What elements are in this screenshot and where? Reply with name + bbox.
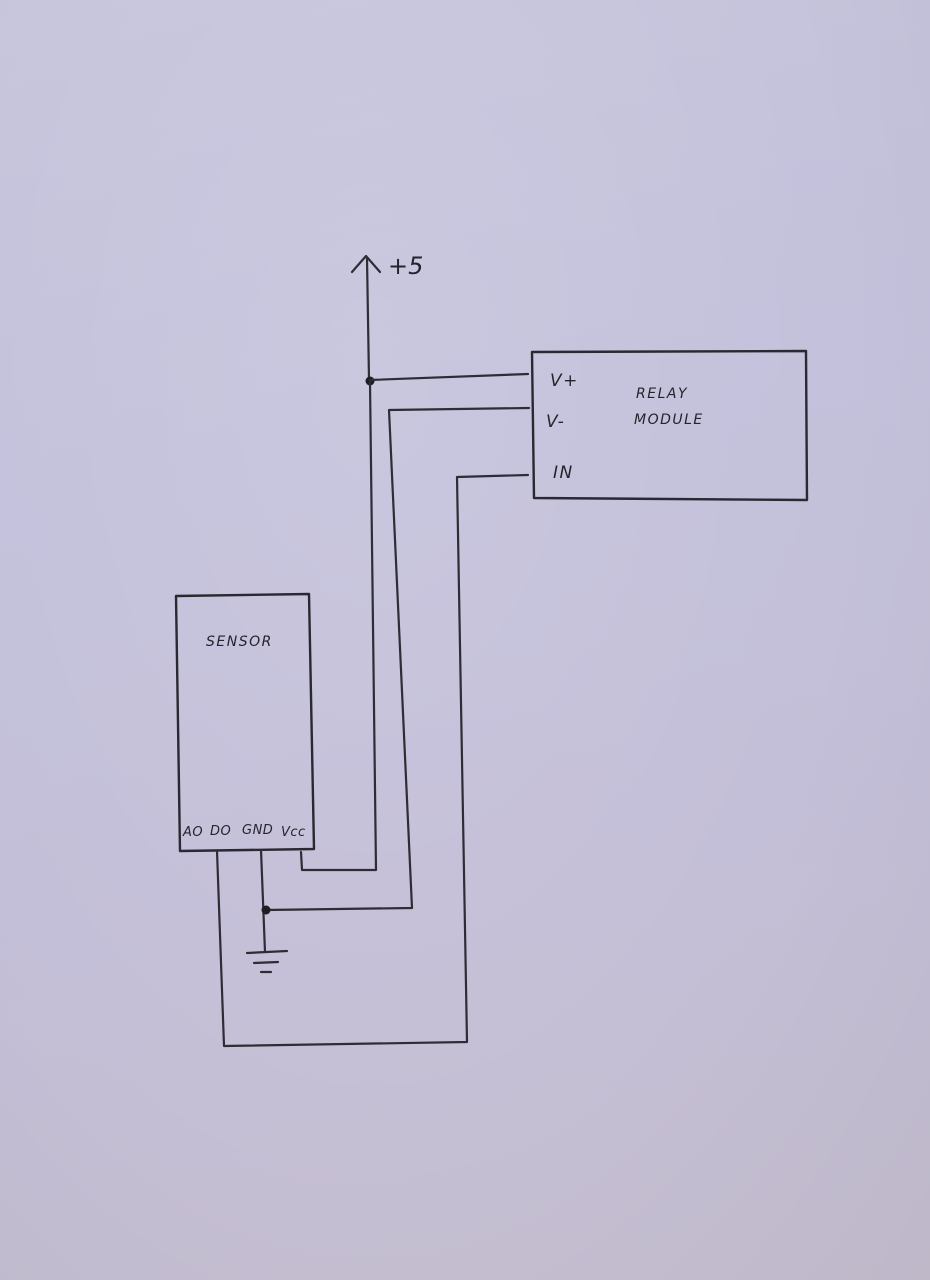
sensor-pin-ao-label: AO — [182, 825, 203, 840]
supply-rail-wire — [365, 256, 371, 382]
sensor-pin-vcc-label: Vcc — [281, 825, 306, 840]
relay-title-line1: RELAY — [636, 386, 688, 402]
relay-pin-vplus-label: V+ — [550, 371, 579, 391]
wire-supply-to-sensor-vcc — [299, 380, 378, 872]
power-label: +5 — [388, 252, 423, 280]
sensor-module-box — [174, 592, 316, 853]
wire-sensor-gnd-to-ground — [259, 848, 267, 954]
sensor-pin-gnd-label: GND — [242, 823, 273, 838]
relay-module-box — [530, 349, 809, 502]
wire-relay-in-to-sensor-do — [215, 473, 530, 1048]
wire-supply-to-relay-vplus — [368, 372, 530, 382]
ground-junction-dot — [261, 905, 271, 915]
sensor-module: SENSOR AO DO GND Vcc — [174, 592, 316, 853]
supply-arrow-head — [350, 254, 382, 274]
relay-pin-in-label: IN — [553, 463, 574, 483]
sensor-pin-do-label: DO — [210, 824, 231, 839]
wire-relay-vminus-to-ground — [264, 406, 531, 912]
sensor-title: SENSOR — [206, 634, 273, 650]
relay-pin-vminus-label: V- — [546, 412, 565, 432]
ground-icon — [245, 949, 289, 974]
power-supply-symbol: +5 — [350, 252, 423, 382]
relay-title-line2: MODULE — [634, 412, 704, 428]
relay-module: RELAY MODULE V+ V- IN — [530, 349, 809, 502]
